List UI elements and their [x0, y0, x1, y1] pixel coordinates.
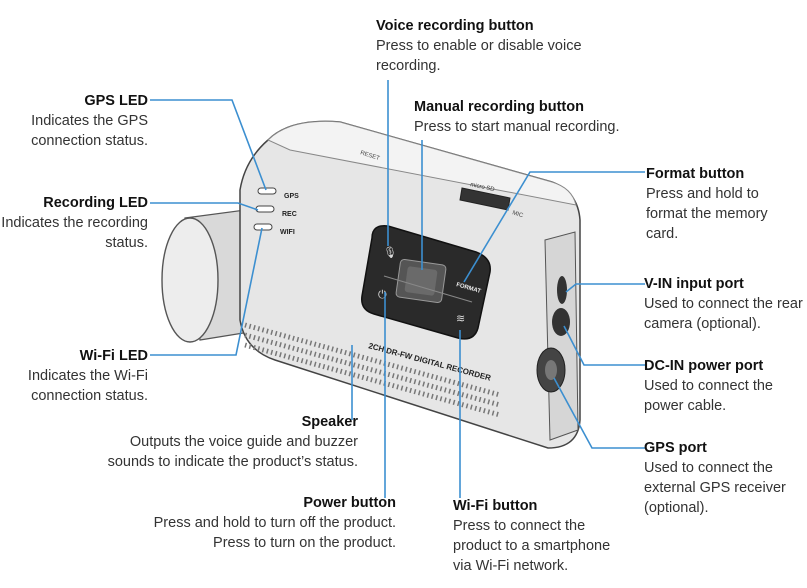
voice-recording-desc: Press to enable or disable voice recordi… — [376, 38, 582, 74]
callout-power-button: Power button Press and hold to turn off … — [130, 493, 396, 553]
callout-lines — [150, 80, 645, 498]
recording-led-title: Recording LED — [43, 195, 148, 211]
callout-recording-led: Recording LED Indicates the recording st… — [0, 193, 148, 253]
recording-led-desc: Indicates the recording status. — [1, 215, 148, 251]
manual-recording-desc: Press to start manual recording. — [414, 119, 620, 135]
dcin-port-title: DC-IN power port — [644, 358, 764, 374]
callout-speaker: Speaker Outputs the voice guide and buzz… — [90, 412, 358, 472]
wifi-led-desc: Indicates the Wi-Fi connection status. — [27, 368, 148, 404]
manual-recording-title: Manual recording button — [414, 99, 584, 115]
dcin-port-desc: Used to connect the power cable. — [644, 378, 773, 414]
vin-port-title: V-IN input port — [644, 276, 744, 292]
power-button-desc: Press and hold to turn off the product. … — [153, 515, 396, 551]
power-button-title: Power button — [303, 495, 396, 511]
callout-vin-port: V-IN input port Used to connect the rear… — [644, 274, 804, 334]
speaker-title: Speaker — [301, 414, 358, 430]
callout-dcin-port: DC-IN power port Used to connect the pow… — [644, 356, 794, 416]
mic-label: MIC — [511, 210, 524, 219]
callout-voice-recording: Voice recording button Press to enable o… — [376, 16, 646, 76]
button-panel — [361, 225, 491, 340]
callout-gps-led: GPS LED Indicates the GPS connection sta… — [0, 91, 148, 151]
gps-led-title: GPS LED — [84, 93, 148, 109]
reset-label: RESET — [359, 150, 380, 162]
wifi-led-label: WIFI — [280, 229, 295, 236]
gps-led-label: GPS — [284, 193, 299, 200]
gps-port-desc: Used to connect the external GPS receive… — [644, 460, 786, 516]
callout-format-button: Format button Press and hold to format t… — [646, 164, 796, 244]
callout-gps-port: GPS port Used to connect the external GP… — [644, 438, 794, 518]
wifi-icon[interactable]: ≋ — [456, 312, 465, 325]
rec-led-label: REC — [282, 211, 297, 218]
sd-label: micro SD — [470, 182, 496, 193]
format-button-title: Format button — [646, 166, 745, 182]
callout-wifi-button: Wi-Fi button Press to connect the produc… — [453, 496, 628, 576]
callout-manual-recording: Manual recording button Press to start m… — [414, 97, 620, 137]
vin-port-desc: Used to connect the rear camera (optiona… — [644, 296, 803, 332]
wifi-button-title: Wi-Fi button — [453, 498, 538, 514]
mic-icon[interactable]: 🎙 — [383, 246, 397, 259]
voice-recording-title: Voice recording button — [376, 18, 534, 34]
gps-port-title: GPS port — [644, 440, 707, 456]
power-icon[interactable]: ⏻ — [378, 288, 387, 301]
format-button-desc: Press and hold to format the memory card… — [646, 186, 768, 242]
speaker-desc: Outputs the voice guide and buzzer sound… — [107, 434, 358, 470]
gps-led-desc: Indicates the GPS connection status. — [31, 113, 148, 149]
wifi-led-title: Wi-Fi LED — [79, 348, 148, 364]
callout-wifi-led: Wi-Fi LED Indicates the Wi-Fi connection… — [0, 346, 148, 406]
wifi-button-desc: Press to connect the product to a smartp… — [453, 518, 611, 574]
